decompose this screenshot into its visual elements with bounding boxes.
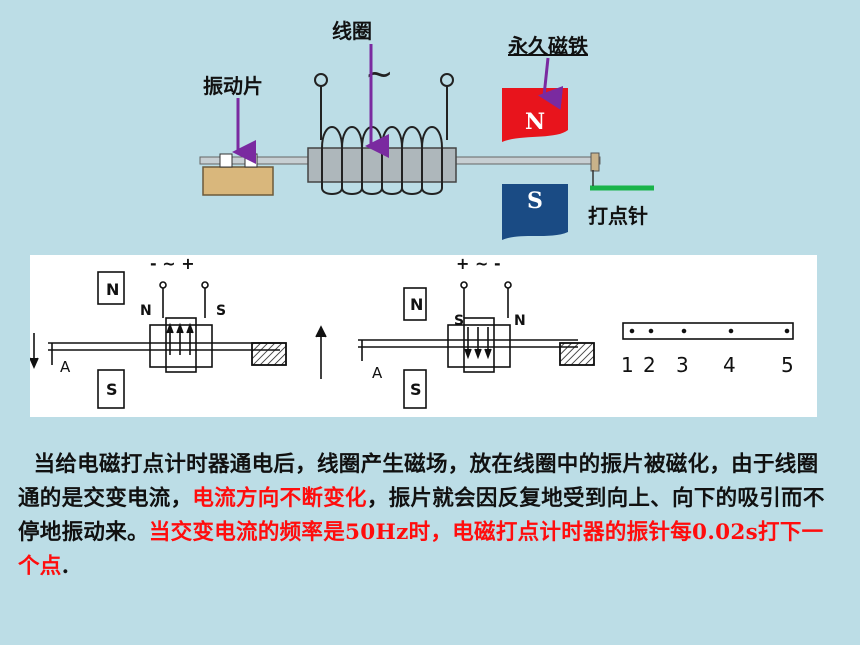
magnet-s [502,184,568,240]
svg-text:S: S [454,313,464,329]
para-part-1: 当给电磁打点计时器通电后，线圈产生磁场，放在线圈中的振片被磁化，由于线圈通的是交… [18,452,819,511]
para-highlight-1: 电流方向不断变化 [192,486,367,511]
pole-n-label: N [524,109,546,135]
clamp-left [219,153,233,168]
svg-text:N: N [410,295,423,314]
wood-base [202,166,274,196]
arrow-magnet [538,57,564,110]
pole-s-label: S [527,188,543,214]
coil-label: 线圈 [332,19,372,43]
tape-num-3: 3 [676,353,689,377]
svg-text:S: S [216,303,226,319]
coil-terminals [314,73,454,140]
polarity-middle: + ~ - [456,255,501,273]
explanation-paragraph: 当给电磁打点计时器通电后，线圈产生磁场，放在线圈中的振片被磁化，由于线圈通的是交… [18,448,838,584]
mechanism-svg: - ~ + N S A N S [29,254,794,409]
sketch-middle: + ~ - N S A S N [358,254,595,409]
tape-num-1: 1 [621,353,634,377]
svg-text:N: N [106,280,119,299]
polarity-left: - ~ + [150,255,195,273]
para-end: . [61,554,70,579]
svg-text:N: N [140,303,152,319]
timer-diagram: ~ 线圈 永久磁铁 振动片 打点针 N S [0,0,860,250]
sketch-left: - ~ + N S A N S [29,254,287,409]
needle-label: 打点针 [588,204,648,228]
tape-num-5: 5 [781,353,794,377]
vibrator-label: 振动片 [203,74,263,98]
mechanism-panel: - ~ + N S A N S [29,254,817,417]
coil-windings [321,126,443,195]
svg-text:A: A [372,364,383,382]
svg-text:S: S [106,380,118,399]
timer-diagram-svg: ~ [199,44,654,240]
svg-text:S: S [410,380,422,399]
tape-num-2: 2 [643,353,656,377]
paper-tape-diagram: 1 2 3 4 5 [621,322,794,377]
para-highlight-2: 当交变电流的频率是50Hz时，电磁打点计时器的振针每0.02s打下一个点 [18,520,824,579]
clamp-right [244,153,258,168]
magnet-label: 永久磁铁 [508,34,588,58]
svg-text:A: A [60,358,71,376]
para-part-2: ，振片就会因反复地受到向上、向下的吸引而不停地振动来。 [18,486,825,545]
needle-tip [590,152,600,172]
tape-num-4: 4 [723,353,736,377]
ac-symbol: ~ [365,54,394,94]
svg-text:N: N [514,313,526,329]
